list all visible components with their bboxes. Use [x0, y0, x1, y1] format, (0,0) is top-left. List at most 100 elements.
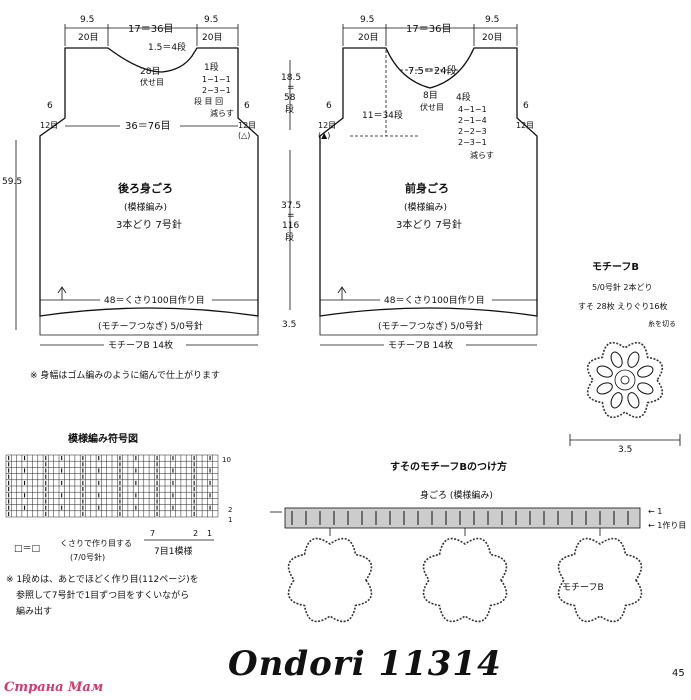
motif-petal — [637, 365, 654, 378]
front-hem: 48＝くさり100目作り目 — [384, 294, 485, 306]
attach-motifs — [287, 528, 643, 623]
motif-b-section: モチーフB 5/0号針 2本どり すそ 28枚 えりぐり16枚 糸を切る 3.5 — [569, 261, 681, 455]
front-shoulder-right-sts: 20目 — [482, 32, 502, 43]
motif-petal — [627, 392, 640, 409]
back-shoulder-right-sts: 20目 — [202, 32, 222, 43]
back-dec-row-0: 1段 — [204, 61, 219, 73]
front-arm-right-sts: 12目 — [516, 121, 534, 130]
chart-count-7: 7 — [150, 529, 155, 538]
front-outline — [319, 47, 538, 317]
front-knit-direction-arrow — [337, 286, 347, 294]
front-dec-row-1: 4−1−1 — [458, 105, 487, 114]
chart-footnote-0: ※ 1段めは、あとでほどく作り目(112ページ)を — [6, 573, 199, 585]
chart-count-2: 2 — [193, 529, 198, 538]
chart-title: 模様編み符号図 — [68, 432, 138, 445]
height-lower-rows: 116 — [282, 221, 299, 231]
pattern-chart-grid — [5, 454, 219, 518]
front-shoulder-left: 9.5 — [360, 15, 374, 25]
attach-motif-outline — [422, 537, 508, 623]
back-border-band — [39, 316, 259, 336]
back-knit-direction-arrow — [57, 286, 67, 294]
chart-legend: □＝□ — [14, 544, 40, 554]
motif-petal — [610, 351, 623, 368]
attach-motif-outline — [287, 537, 373, 623]
height-upper-sep: = — [287, 83, 295, 93]
front-neck-top: 7.5＝24段 — [408, 64, 457, 77]
back-arm-right: 6 — [244, 101, 250, 111]
motif-b-cut-note: 糸を切る — [648, 319, 676, 328]
motif-center-ring — [614, 369, 636, 391]
front-pattern: (模様編み) — [404, 201, 447, 213]
front-bodice: 9.5 20目 17＝36目 9.5 20目 7.5＝24段 8目 伏せ目 11… — [318, 15, 538, 351]
back-pattern: (模様編み) — [124, 201, 167, 213]
back-arm-left-sts: 12目 — [40, 121, 58, 130]
back-neck-depth: 1.5＝4段 — [148, 41, 186, 53]
height-upper-rows: 58 — [284, 93, 296, 103]
front-arm-marker: (▲) — [318, 131, 330, 140]
back-border-count: モチーフB 14枚 — [108, 339, 173, 351]
attach-motif-outline — [557, 537, 643, 623]
chart-repeat-label: 7目1模様 — [154, 545, 192, 557]
chart-row-top: 10 — [222, 456, 231, 464]
back-hem: 48＝くさり100目作り目 — [104, 294, 205, 306]
back-neck-bind: 28目 — [140, 66, 160, 77]
attach-body-band — [284, 507, 641, 529]
motif-b-line1: 5/0号針 2本どり — [592, 282, 653, 292]
attach-body-label: 身ごろ (模様編み) — [420, 489, 493, 501]
back-dec-note: 減らす — [210, 108, 234, 118]
back-shoulder-left: 9.5 — [80, 15, 94, 25]
front-border-band — [319, 316, 538, 336]
chart-footnote-2: 編み出す — [16, 605, 52, 617]
motif-outline — [586, 341, 664, 419]
back-yarn: 3本どり 7号針 — [116, 218, 182, 231]
back-outline — [39, 47, 259, 317]
height-upper-unit: 段 — [285, 103, 294, 115]
front-dec-note: 減らす — [470, 150, 494, 160]
back-arm-marker: (△) — [238, 131, 250, 140]
front-title: 前身ごろ — [405, 181, 449, 195]
front-dec-row-0: 4段 — [456, 91, 471, 103]
back-arm-left: 6 — [47, 101, 53, 111]
motif-petal — [596, 382, 613, 395]
front-yarn: 3本どり 7号針 — [396, 218, 462, 231]
motif-petal — [627, 351, 640, 368]
back-arm-right-sts: 12目 — [238, 121, 256, 130]
front-border: (モチーフつなぎ) 5/0号針 — [378, 320, 483, 332]
motif-center — [620, 375, 630, 385]
front-dec-row-2: 2−1−4 — [458, 116, 487, 125]
back-dec-row-2: 2−3−1 — [202, 86, 231, 95]
chart-count-1: 1 — [207, 529, 212, 538]
front-shoulder-right: 9.5 — [485, 15, 499, 25]
attachment-section: すそのモチーフBのつけ方 身ごろ (模様編み) ← 1 ← 1作り目 モチーフB — [270, 460, 686, 623]
motif-petal — [610, 392, 623, 409]
back-chest: 36＝76目 — [125, 121, 170, 132]
motif-b-size: 3.5 — [618, 445, 632, 455]
front-neck-bind: 8目 — [423, 90, 438, 101]
front-shoulder-left-sts: 20目 — [358, 32, 378, 43]
back-shoulder-right: 9.5 — [204, 15, 218, 25]
motif-b-title: モチーフB — [592, 261, 639, 273]
chart-chain-note-0: くさりで作り目する — [60, 538, 132, 548]
watermark: Страна Мам — [4, 680, 104, 695]
chart-chain-note-1: (7/0号針) — [70, 552, 105, 562]
height-upper: 18.5 — [281, 73, 301, 83]
back-shoulder-left-sts: 20目 — [78, 32, 98, 43]
height-lower: 37.5 — [281, 201, 301, 211]
chart-footnote-1: 参照して7号針で1目ずつ目をすくいながら — [16, 589, 189, 601]
height-dimensions: 18.5 = 58 段 37.5 = 116 段 3.5 — [281, 60, 301, 330]
pattern-chart-section: 模様編み符号図 10 2 1 □＝□ くさりで作り目する (7/0号針) 7 2… — [5, 432, 232, 617]
front-border-count: モチーフB 14枚 — [388, 339, 453, 351]
back-dec-row-3: 段 目 回 — [194, 96, 223, 106]
front-neck-side: 11＝34段 — [362, 109, 403, 121]
motif-b-diagram — [586, 341, 664, 419]
back-bodice: 9.5 20目 17＝36目 9.5 20目 1.5＝4段 28目 伏せ目 1段… — [2, 15, 259, 351]
motif-petal — [637, 382, 654, 395]
chart-row-1: 1 — [228, 516, 232, 524]
back-total-length: 59.5 — [2, 177, 22, 187]
back-neck-bind-note: 伏せ目 — [140, 77, 164, 87]
front-arm-right: 6 — [523, 101, 529, 111]
front-dec-row-3: 2−2−3 — [458, 127, 487, 136]
front-dec-row-4: 2−3−1 — [458, 138, 487, 147]
